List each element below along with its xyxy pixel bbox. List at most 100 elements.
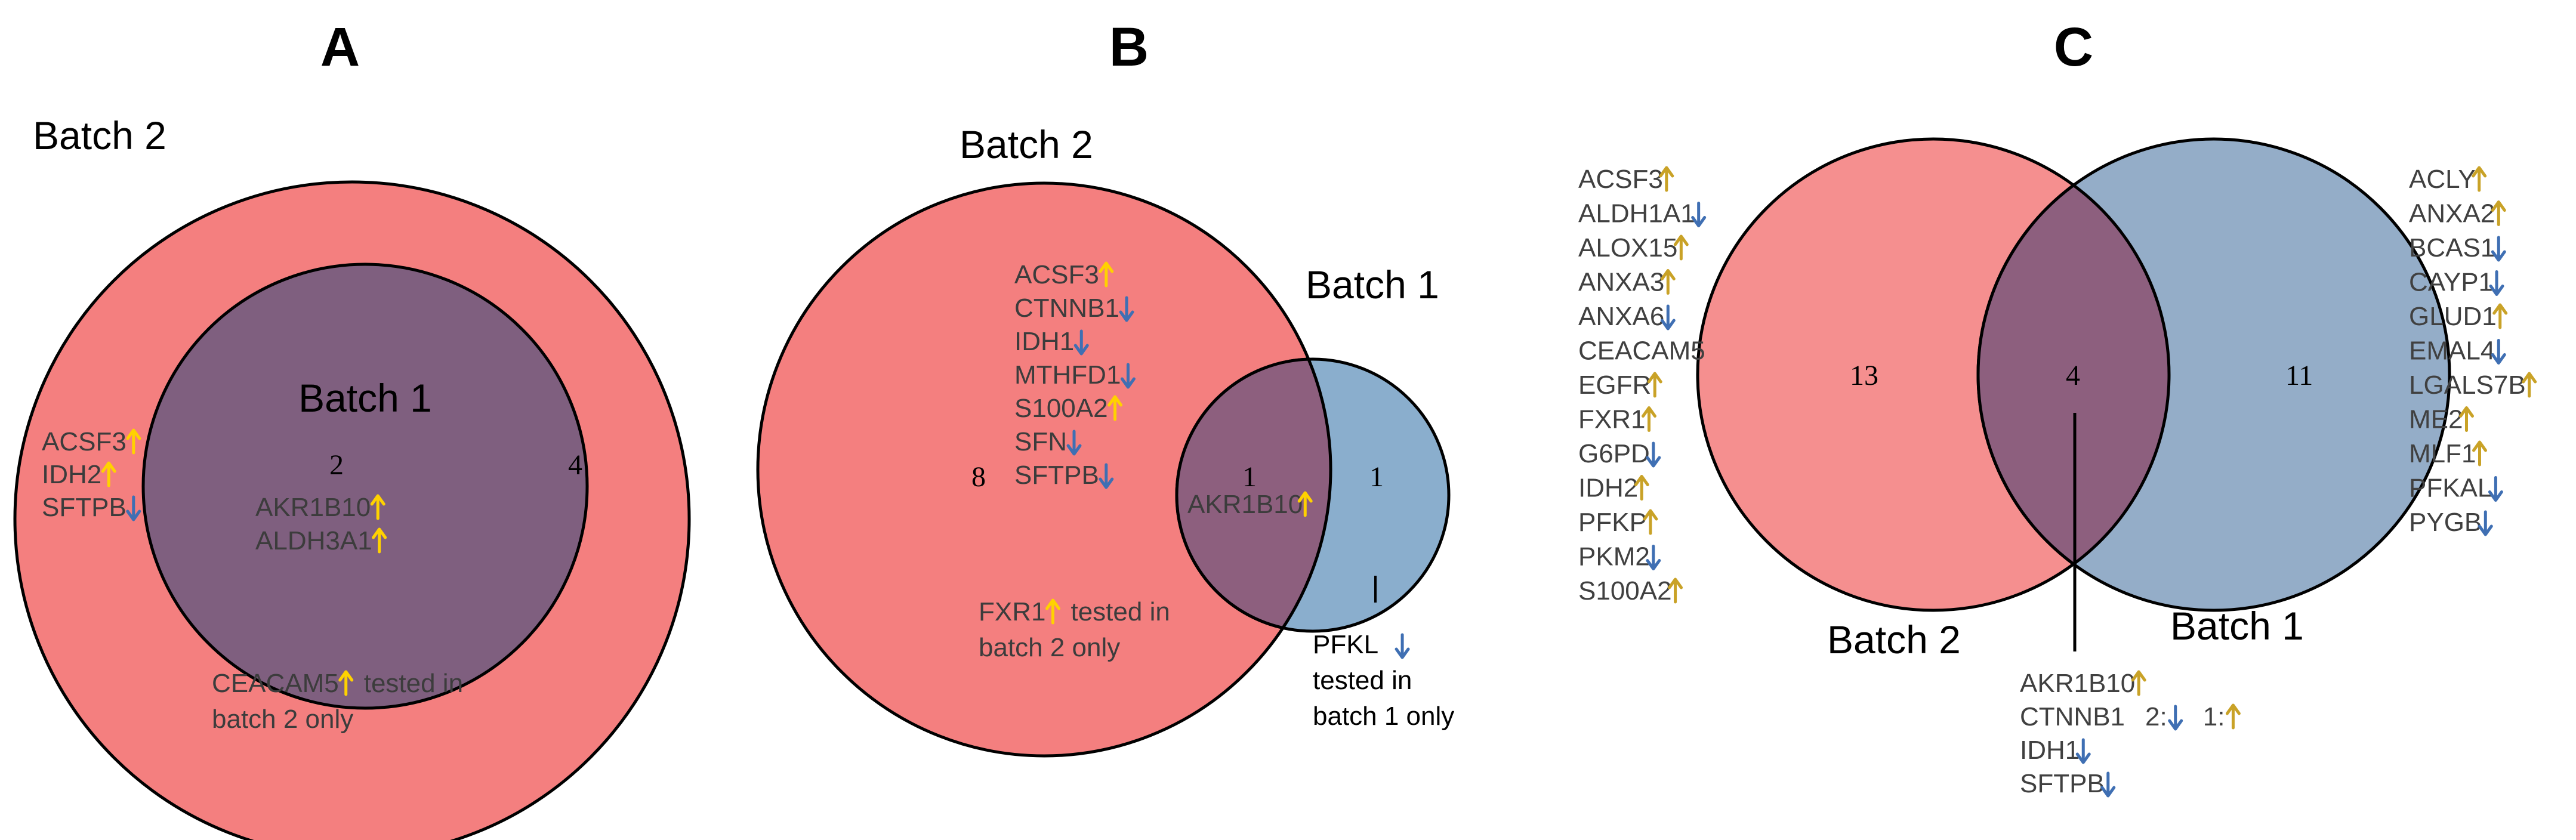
gene-label: GLUD1 — [2409, 302, 2497, 331]
arrow-up-icon — [101, 461, 116, 487]
arrow-up-icon — [2491, 200, 2506, 226]
gene-label: AKR1B10 — [255, 493, 371, 522]
batch-prefix: 1: — [2203, 702, 2225, 731]
gene-label: EGFR — [1578, 370, 1651, 400]
panel-c-left-gene-list: ACSF3ALDH1A1ALOX15ANXA3ANXA6CEACAM5EGFRF… — [1578, 165, 1707, 606]
arrow-up-icon — [1659, 166, 1674, 192]
panel-a-outer-label: Batch 2 — [33, 113, 166, 158]
arrow-up-icon — [1641, 406, 1656, 432]
arrow-up-icon — [2522, 372, 2537, 398]
gene-label: ANXA2 — [2409, 199, 2495, 228]
gene-label: AKR1B10 — [1187, 490, 1303, 519]
note-text: batch 2 only — [212, 705, 353, 734]
arrow-up-icon — [1297, 491, 1313, 517]
note-text: batch 1 only — [1313, 702, 1454, 731]
arrow-up-icon — [1668, 578, 1683, 604]
panel-c-left-label: Batch 2 — [1827, 617, 1961, 662]
arrow-down-icon — [2489, 270, 2504, 296]
arrow-down-icon — [2478, 510, 2493, 536]
gene-label: IDH1 — [2020, 736, 2080, 765]
gene-label: ANXA3 — [1578, 268, 1664, 297]
arrow-up-icon — [370, 494, 385, 520]
panel-b-left-label: Batch 2 — [960, 122, 1093, 166]
gene-label: ACSF3 — [1014, 260, 1099, 289]
panel-b-overlap-gene: AKR1B10 — [1187, 490, 1313, 519]
panel-c: C 13 4 11 Batch 2 Batch 1 ACSF3ALDH1A1AL… — [1578, 17, 2537, 798]
gene-label: ALDH3A1 — [255, 526, 372, 555]
arrow-up-icon — [126, 428, 141, 455]
panel-c-right-count: 11 — [2285, 360, 2313, 391]
arrow-up-icon — [1643, 509, 1658, 535]
gene-label: PFKP — [1578, 508, 1647, 537]
gene-label: IDH2 — [1578, 474, 1638, 503]
gene-label: FXR1 — [979, 597, 1045, 626]
panel-c-right-label: Batch 1 — [2170, 604, 2304, 648]
arrow-up-icon — [1099, 261, 1114, 288]
gene-label: PFKL — [1313, 630, 1378, 659]
arrow-up-icon — [338, 670, 354, 696]
gene-label: IDH2 — [42, 460, 101, 489]
arrow-down-icon — [2491, 236, 2506, 262]
gene-label: CEACAM5 — [212, 669, 339, 698]
arrow-up-icon — [1673, 234, 1689, 261]
panel-b-overlap — [1175, 357, 1332, 630]
gene-label: MLF1 — [2409, 439, 2476, 468]
gene-label: EMAL4 — [2409, 336, 2495, 366]
gene-label: SFTPB — [1014, 461, 1099, 490]
arrow-up-icon — [2472, 166, 2487, 192]
panel-a-inner-count: 2 — [329, 449, 344, 481]
gene-label: PYGB — [2409, 508, 2482, 537]
gene-label: CEACAM5 — [1578, 336, 1705, 366]
arrow-down-icon — [1073, 329, 1089, 356]
gene-label: ALOX15 — [1578, 233, 1677, 262]
panel-b-letter: B — [1109, 17, 1149, 78]
panel-b: B Batch 2 Batch 1 8 1 1 ACSF3CTNNB1IDH1M… — [756, 17, 1454, 758]
gene-label: ACSF3 — [1578, 165, 1663, 194]
gene-label: S100A2 — [1578, 576, 1672, 606]
arrow-down-icon — [2488, 476, 2503, 502]
gene-label: ALDH1A1 — [1578, 199, 1695, 228]
arrow-up-icon — [1647, 372, 1662, 398]
arrow-down-icon — [1660, 304, 1676, 331]
arrow-down-icon — [1066, 430, 1082, 456]
gene-label: ME2 — [2409, 405, 2463, 434]
arrow-down-icon — [1099, 463, 1114, 489]
arrow-down-icon — [2491, 339, 2506, 365]
gene-label: IDH1 — [1014, 327, 1074, 356]
arrow-down-icon — [1646, 545, 1661, 570]
arrow-down-icon — [2100, 771, 2116, 798]
arrow-down-icon — [1691, 202, 1707, 227]
panel-c-right-gene-list: ACLYANXA2BCAS1CAYP1GLUD1EMAL4LGALS7BME2M… — [2409, 165, 2537, 537]
gene-label: BCAS1 — [2409, 233, 2495, 262]
arrow-up-icon — [1634, 475, 1649, 501]
gene-label: LGALS7B — [2409, 370, 2526, 400]
panel-a-letter: A — [320, 17, 360, 78]
arrow-down-icon — [1395, 633, 1410, 659]
arrow-up-icon — [1107, 395, 1123, 421]
gene-label: FXR1 — [1578, 405, 1645, 434]
arrow-down-icon — [1120, 363, 1136, 389]
note-text: batch 2 only — [979, 633, 1120, 662]
panel-b-right-label: Batch 1 — [1306, 262, 1439, 307]
gene-label: SFTPB — [42, 493, 127, 522]
arrow-down-icon — [1646, 441, 1661, 468]
gene-label: AKR1B10 — [2020, 669, 2135, 698]
arrow-up-icon — [2131, 670, 2146, 696]
gene-label: MTHFD1 — [1014, 360, 1121, 390]
arrow-up-icon — [1045, 598, 1060, 625]
arrow-down-icon — [2168, 705, 2183, 731]
arrow-up-icon — [2492, 303, 2508, 329]
panel-c-left-count: 13 — [1850, 360, 1878, 391]
gene-label: PFKAL — [2409, 474, 2492, 503]
arrow-up-icon — [2458, 406, 2474, 432]
panel-b-left-count: 8 — [971, 461, 986, 493]
panel-b-right-count: 1 — [1369, 461, 1384, 493]
arrow-down-icon — [1119, 296, 1134, 322]
arrow-up-icon — [2472, 440, 2487, 467]
arrow-up-icon — [1660, 269, 1676, 295]
